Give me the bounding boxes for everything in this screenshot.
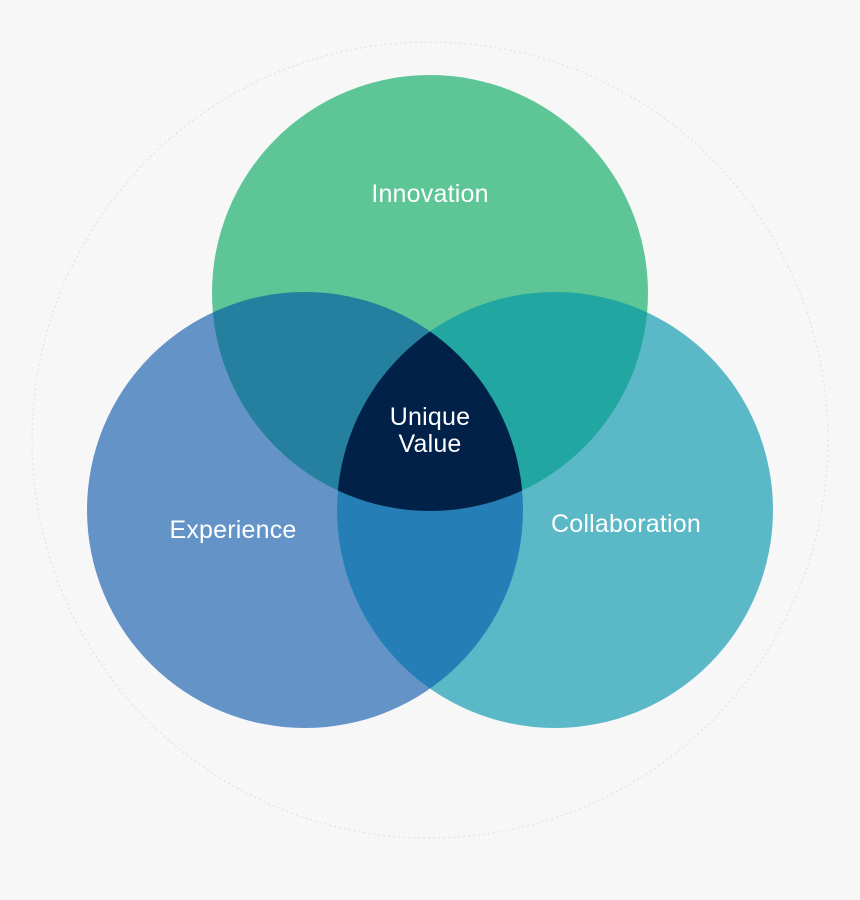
- intersection-all: [337, 292, 523, 511]
- label-unique-value-line2: Value: [398, 430, 461, 458]
- label-innovation: Innovation: [371, 180, 488, 208]
- label-unique-value-line1: Unique: [390, 403, 470, 431]
- label-collaboration: Collaboration: [551, 510, 701, 538]
- outer-dotted-ring: [31, 41, 829, 839]
- label-experience: Experience: [169, 516, 296, 544]
